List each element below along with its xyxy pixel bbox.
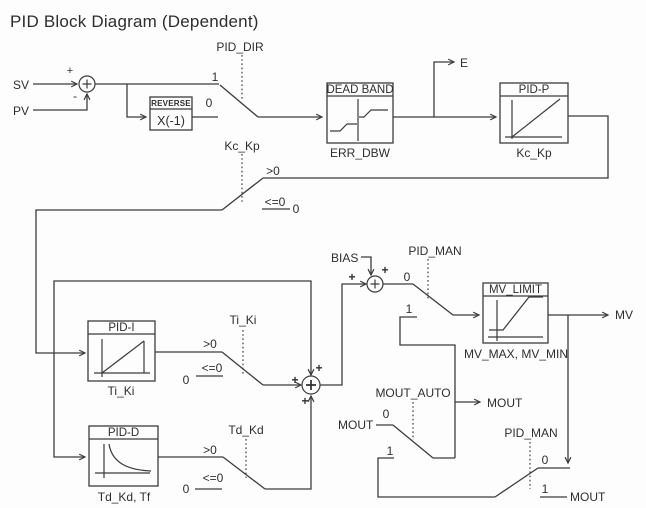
wire-pv-input (33, 92, 91, 111)
block-title: PID-D (108, 427, 139, 439)
pv-input-label: PV (13, 104, 29, 118)
signal-labels: SV PV + - 1 0 PID_DIR ERR_DBW E Kc_Kp Kc… (13, 40, 633, 504)
err-dbw-label: ERR_DBW (330, 146, 391, 160)
plus-icon (306, 380, 316, 390)
plus-icon (370, 279, 380, 289)
proportional-curve-icon (505, 98, 562, 139)
td-kd-pos-le0: <=0 (203, 471, 224, 485)
mout-output-label: MOUT (487, 396, 523, 410)
wire-track-to-mout-auto (377, 457, 495, 498)
summing-junction-error (78, 75, 96, 93)
ti-ki-zero-value: 0 (183, 373, 190, 387)
block-body-label: X(-1) (157, 114, 185, 128)
junction-circle (301, 375, 321, 395)
switch-arm-mout-auto (392, 424, 434, 459)
wire-pidp-feedback (263, 115, 609, 179)
wire-p-term-to-pidi (35, 209, 222, 357)
pid-man-2-pos-1: 1 (542, 482, 549, 496)
pid-d-sub-label: Td_Kd, Tf (98, 490, 151, 504)
wire-bias-input (361, 256, 375, 277)
mout-input-label: MOUT (338, 418, 374, 432)
block-pid-d: PID-D (88, 425, 159, 487)
switch-arm-kc-kp (221, 177, 264, 211)
block-frame (88, 425, 159, 487)
td-kd-param-label: Td_Kd (228, 423, 263, 437)
pid-man-2-pos-0: 0 (542, 453, 549, 467)
pid-dir-param-label: PID_DIR (216, 40, 264, 54)
pid-dir-pos-1: 1 (212, 70, 219, 84)
mv-output-label: MV (615, 308, 633, 322)
wire-p-term-to-pidd (53, 353, 87, 461)
block-frame (149, 96, 193, 131)
mv-limit-sub-label: MV_MAX, MV_MIN (464, 347, 568, 361)
bias-left-plus-sign: + (348, 270, 355, 284)
block-frame (482, 282, 549, 344)
sv-plus-sign: + (67, 65, 73, 77)
kc-kp-param-label: Kc_Kp (224, 139, 260, 153)
plus-icon (82, 79, 92, 89)
sum-top-plus-sign: + (315, 361, 322, 375)
pid-man-2-param-label: PID_MAN (504, 426, 557, 440)
junction-circle (366, 275, 384, 293)
integral-curve-icon (94, 339, 150, 377)
kc-kp-pos-gt0: >0 (266, 164, 280, 178)
e-output-label: E (460, 56, 468, 70)
pid-i-sub-label: Ti_Ki (108, 384, 135, 398)
block-pid-i: PID-I (87, 320, 156, 382)
diagram-title: PID Block Diagram (Dependent) (10, 12, 259, 31)
td-kd-pos-gt0: >0 (203, 443, 217, 457)
sum-bottom-plus-sign: + (301, 394, 308, 408)
block-title: PID-P (519, 84, 550, 96)
ti-ki-pos-gt0: >0 (203, 337, 217, 351)
wire-track-to-pid-man-1 (399, 316, 456, 458)
mout-auto-pos-0: 0 (383, 407, 390, 421)
block-mv-limit: MV_LIMIT (482, 282, 549, 344)
junction-circle (78, 75, 96, 93)
block-title: DEAD BAND (326, 84, 393, 96)
switch-arm-pid-man-2 (494, 467, 539, 498)
sv-input-label: SV (13, 78, 29, 92)
block-pid-p: PID-P (499, 82, 569, 144)
derivative-curve-icon (95, 443, 152, 478)
deadband-curve-icon (330, 99, 388, 141)
pid-p-sub-label: Kc_Kp (516, 146, 552, 160)
td-kd-zero-value: 0 (183, 482, 190, 496)
switch-arm-pid-dir (219, 84, 259, 118)
pid-dir-pos-0: 0 (206, 96, 213, 110)
switch-arm-td-kd (222, 456, 266, 490)
wire-p-term-to-sum (53, 280, 315, 377)
ti-ki-pos-le0: <=0 (202, 361, 223, 375)
wire-sum-to-bias (320, 280, 368, 386)
switch-arm-pid-man-1 (412, 283, 454, 316)
kc-kp-pos-le0: <=0 (265, 195, 286, 209)
pv-minus-sign: - (73, 89, 77, 103)
summing-junction-bias (366, 275, 384, 293)
wire-e-tap (433, 58, 456, 117)
pid-man-1-pos-0: 0 (404, 270, 411, 284)
block-title: MV_LIMIT (489, 284, 542, 296)
limiter-curve-icon (488, 296, 543, 341)
block-deadband: DEAD BAND (326, 82, 394, 144)
bias-label: BIAS (331, 251, 358, 265)
wire-to-reverse (126, 84, 148, 121)
pid-man-1-param-label: PID_MAN (408, 244, 461, 258)
pid-man-1-pos-1: 1 (406, 302, 413, 316)
wire-d-term-to-sum (265, 394, 315, 490)
bias-top-plus-sign: + (381, 263, 388, 277)
ti-ki-param-label: Ti_Ki (230, 313, 257, 327)
mout-manual-label: MOUT (570, 490, 606, 504)
block-title: PID-I (108, 322, 134, 334)
mout-auto-pos-1: 1 (387, 444, 394, 458)
block-frame (499, 82, 569, 144)
mout-auto-param-label: MOUT_AUTO (375, 386, 450, 400)
sum-left-plus-sign: + (291, 373, 298, 387)
connector-wires (33, 58, 610, 498)
block-frame (326, 82, 394, 144)
parameter-dashed-lines (241, 55, 531, 489)
block-reverse: REVERSE X(-1) (149, 96, 193, 131)
summing-junction-pid (301, 375, 321, 395)
kc-kp-zero-value: 0 (293, 202, 300, 216)
block-title: REVERSE (151, 99, 191, 108)
